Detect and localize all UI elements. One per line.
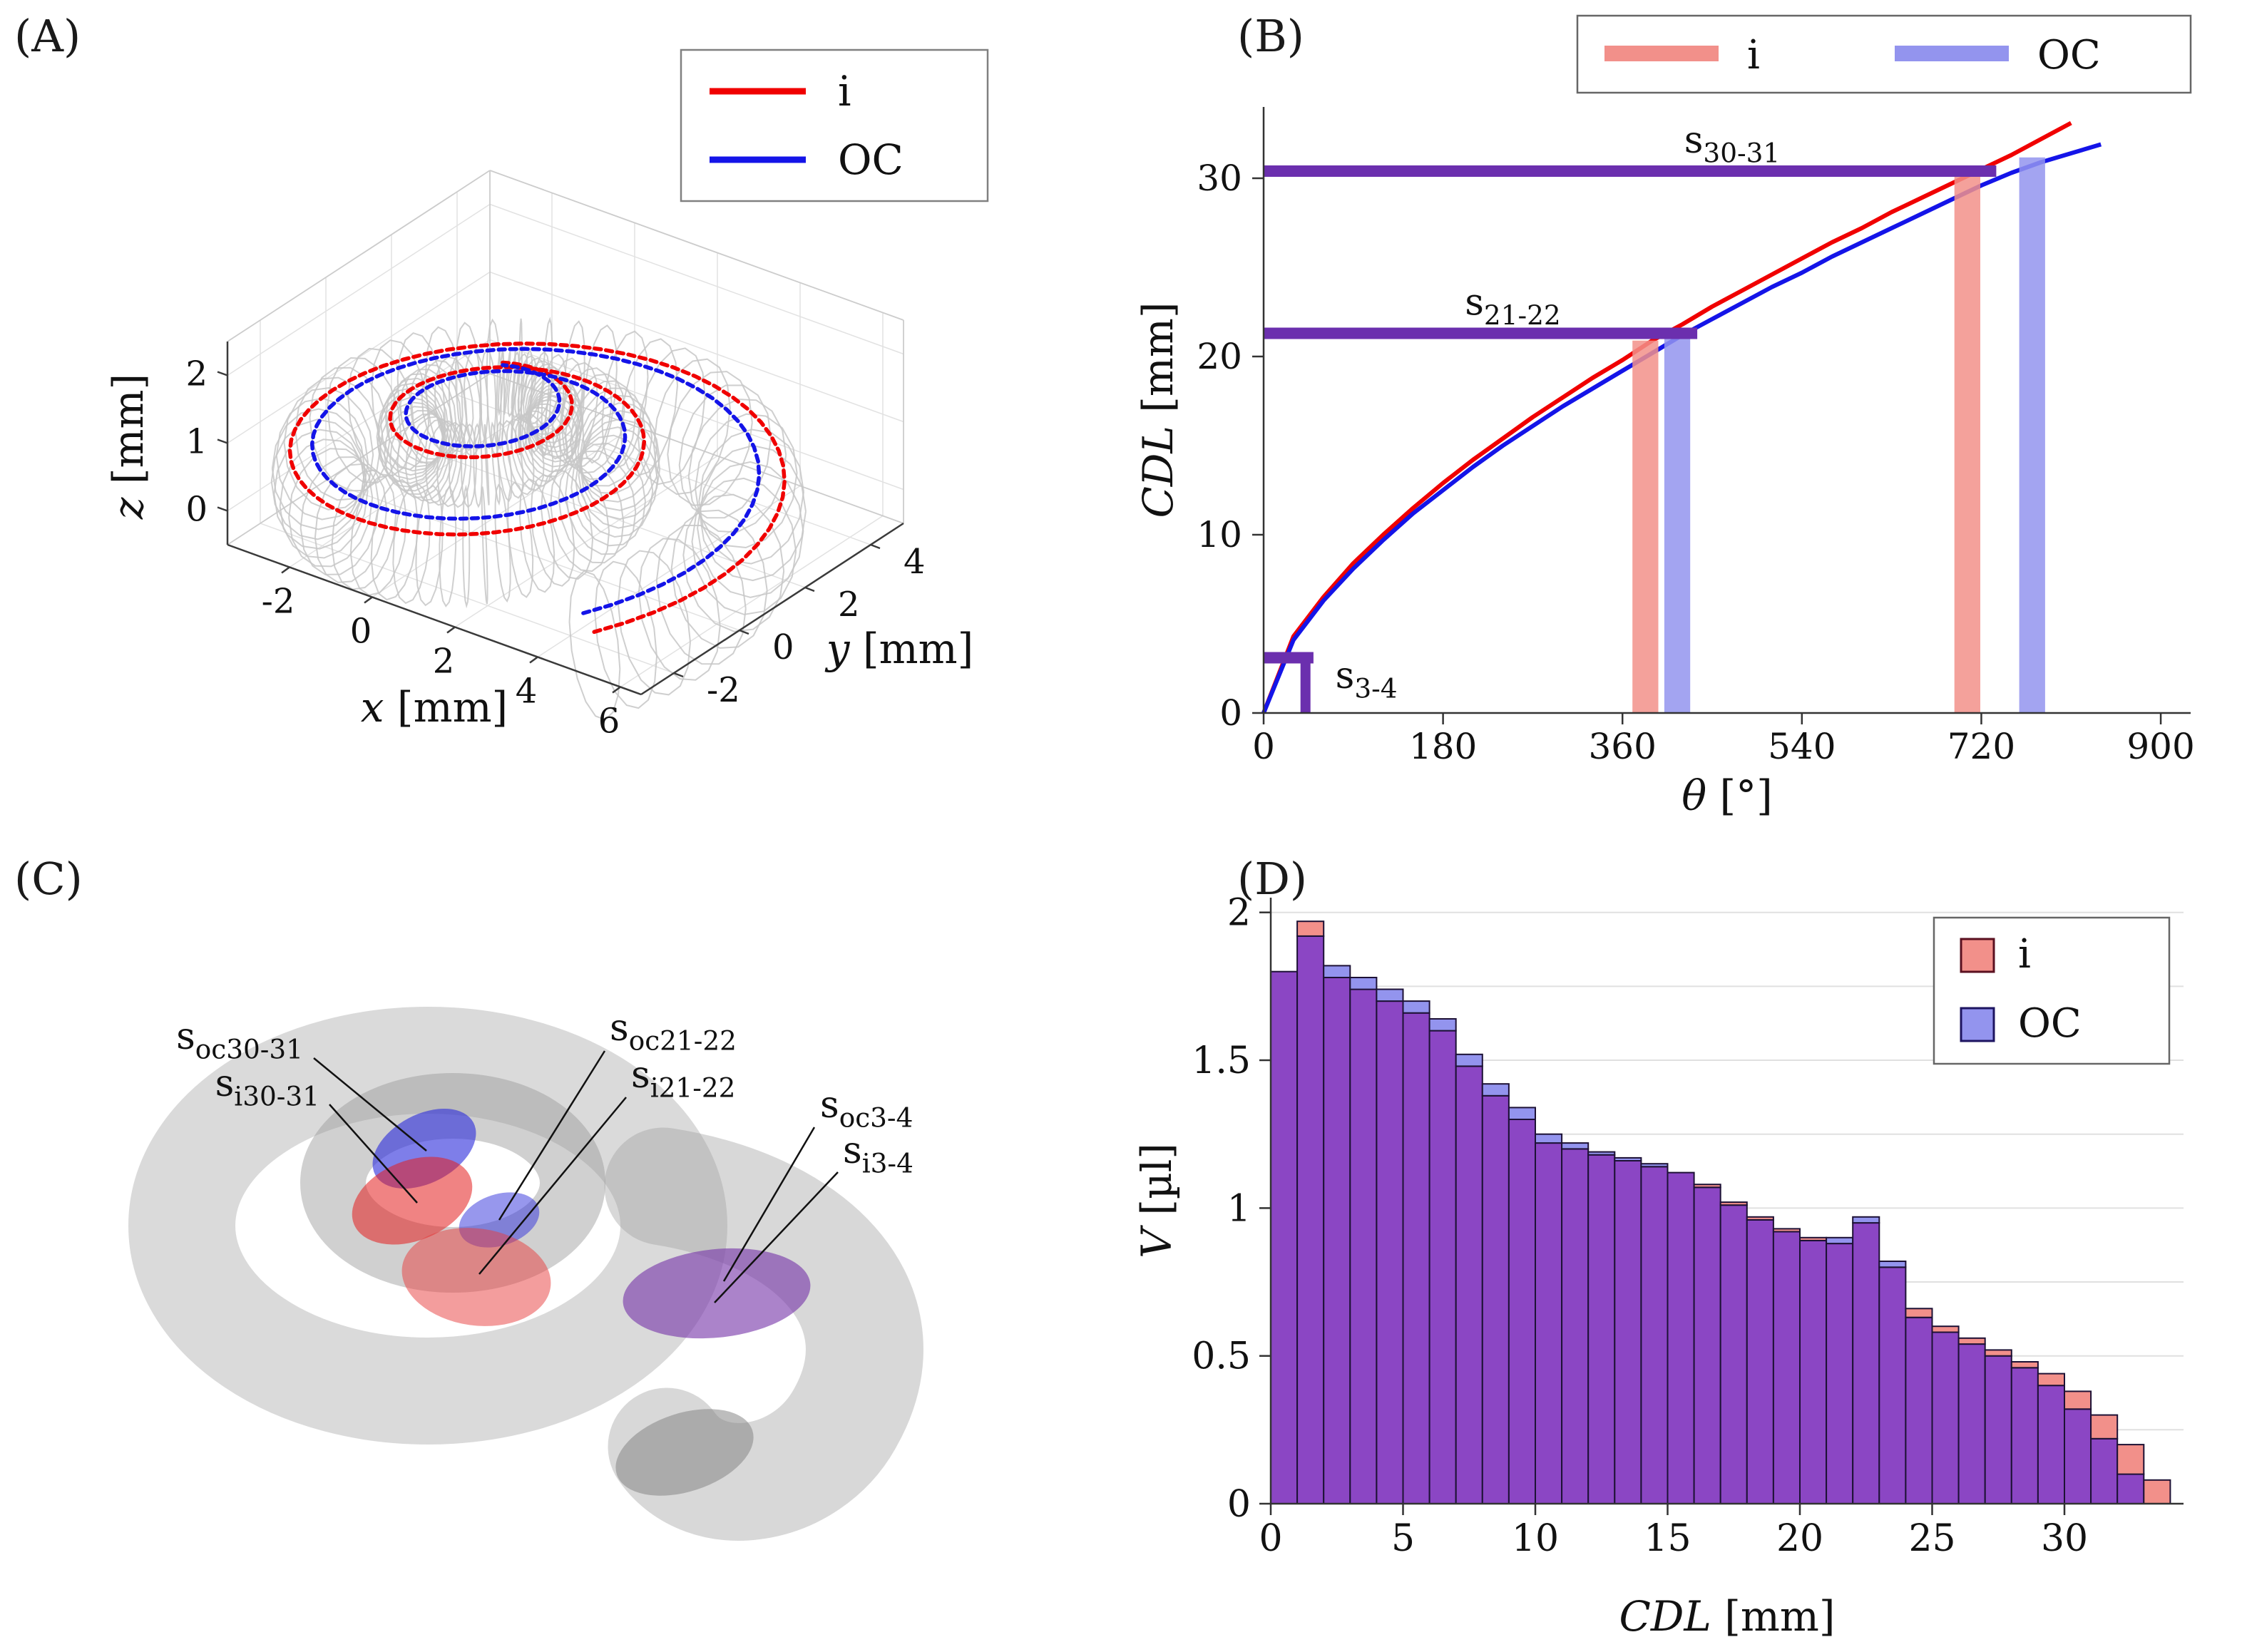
svg-text:i: i — [1747, 32, 1760, 78]
svg-text:s3-4: s3-4 — [1336, 655, 1398, 704]
svg-text:2: 2 — [838, 585, 860, 625]
svg-text:30: 30 — [2041, 1517, 2088, 1560]
svg-text:soc21-22: soc21-22 — [610, 1007, 737, 1057]
svg-text:10: 10 — [1197, 514, 1242, 555]
svg-text:CDL [mm]: CDL [mm] — [1619, 1592, 1835, 1641]
svg-text:0.5: 0.5 — [1192, 1335, 1251, 1378]
svg-text:900: 900 — [2126, 726, 2194, 767]
svg-text:OC: OC — [838, 135, 904, 184]
svg-text:25: 25 — [1908, 1517, 1955, 1560]
svg-text:s30-31: s30-31 — [1684, 119, 1780, 169]
svg-text:soc30-31: soc30-31 — [176, 1015, 303, 1065]
svg-text:6: 6 — [598, 702, 620, 742]
svg-text:4: 4 — [904, 542, 926, 582]
panel-a-label: (A) — [14, 10, 81, 62]
panel-b-label: (B) — [1237, 10, 1304, 62]
svg-text:0: 0 — [1252, 726, 1275, 767]
svg-text:x [mm]: x [mm] — [361, 683, 508, 732]
svg-text:si30-31: si30-31 — [215, 1062, 319, 1112]
svg-text:1: 1 — [185, 422, 208, 462]
svg-text:si3-4: si3-4 — [843, 1129, 913, 1179]
svg-text:i: i — [838, 67, 851, 116]
svg-text:180: 180 — [1409, 726, 1477, 767]
svg-text:-2: -2 — [262, 582, 295, 622]
svg-text:θ [°]: θ [°] — [1682, 771, 1773, 820]
svg-text:z [mm]: z [mm] — [104, 374, 153, 520]
svg-text:0: 0 — [1227, 1483, 1251, 1526]
panel-b-cdl-theta-plot: s30-31 s21-22 s3-4 0 180 360 540 720 900 0 10 20 30 θ… — [1121, 0, 2242, 826]
svg-text:30: 30 — [1197, 158, 1242, 199]
svg-text:5: 5 — [1391, 1517, 1415, 1560]
svg-text:soc3-4: soc3-4 — [820, 1084, 913, 1134]
svg-text:-2: -2 — [707, 670, 740, 710]
svg-text:CDL [mm]: CDL [mm] — [1134, 302, 1182, 518]
svg-text:720: 720 — [1947, 726, 2015, 767]
svg-text:2: 2 — [1227, 892, 1251, 935]
panel-b-plot-svg: s30-31 s21-22 s3-4 0 180 360 540 720 900 0 10 20 30 θ… — [1134, 14, 2195, 820]
svg-text:15: 15 — [1644, 1517, 1691, 1560]
svg-text:y [mm]: y [mm] — [824, 625, 973, 673]
svg-text:1.5: 1.5 — [1192, 1040, 1251, 1082]
svg-text:540: 540 — [1768, 726, 1836, 767]
svg-text:1: 1 — [1227, 1187, 1251, 1230]
svg-text:OC: OC — [2018, 1000, 2082, 1047]
svg-text:0: 0 — [772, 627, 794, 667]
svg-text:4: 4 — [516, 672, 538, 712]
svg-text:10: 10 — [1512, 1517, 1559, 1560]
svg-text:si21-22: si21-22 — [631, 1054, 735, 1104]
svg-text:20: 20 — [1197, 336, 1242, 377]
panel-d-label: (D) — [1237, 853, 1308, 905]
svg-text:2: 2 — [433, 642, 455, 682]
svg-text:i: i — [2018, 931, 2031, 978]
svg-text:2: 2 — [185, 354, 208, 394]
svg-text:V [µl]: V [µl] — [1132, 1143, 1181, 1258]
svg-text:s21-22: s21-22 — [1465, 282, 1560, 332]
svg-text:OC: OC — [2037, 32, 2101, 78]
svg-text:0: 0 — [1259, 1517, 1282, 1560]
svg-text:0: 0 — [350, 612, 372, 652]
svg-text:0: 0 — [185, 490, 208, 530]
svg-text:360: 360 — [1589, 726, 1657, 767]
panel-c-label: (C) — [14, 853, 83, 905]
svg-text:0: 0 — [1219, 692, 1242, 734]
svg-text:20: 20 — [1776, 1517, 1823, 1560]
